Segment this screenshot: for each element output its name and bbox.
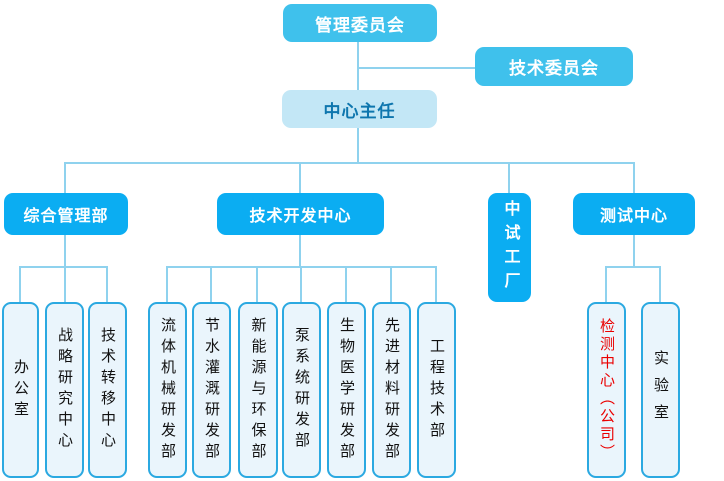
connector-line (300, 266, 302, 302)
connector-line (357, 128, 359, 162)
node-new-energy-environment-dept: 新能源与环保部 (238, 302, 278, 478)
connector-line (19, 266, 21, 302)
connector-line (256, 266, 258, 302)
connector-line (633, 162, 635, 193)
node-advanced-materials-rd: 先进材料研发部 (372, 302, 411, 478)
node-office: 办公室 (2, 302, 39, 478)
connector-line (605, 266, 661, 268)
node-fluid-machinery-rd: 流体机械研发部 (148, 302, 187, 478)
node-center-director: 中心主任 (282, 90, 437, 128)
connector-line (357, 42, 359, 90)
node-testing-center: 测试中心 (573, 193, 695, 235)
node-laboratory: 实验室 (641, 302, 680, 478)
connector-line (345, 266, 347, 302)
node-pilot-plant: 中试工厂 (488, 193, 531, 302)
connector-line (633, 235, 635, 266)
node-technical-committee: 技术委员会 (475, 47, 633, 86)
node-biomedical-rd: 生物医学研发部 (327, 302, 366, 478)
node-pump-system-rd: 泵系统研发部 (282, 302, 321, 478)
node-tech-development-center: 技术开发中心 (217, 193, 384, 235)
connector-line (299, 235, 301, 266)
connector-line (19, 266, 108, 268)
node-strategic-research-center: 战略研究中心 (45, 302, 84, 478)
node-tech-transfer-center: 技术转移中心 (88, 302, 127, 478)
connector-line (210, 266, 212, 302)
node-inspection-center-company: 检测中心（公司） (587, 302, 626, 478)
node-general-management-dept: 综合管理部 (4, 193, 128, 235)
connector-line (508, 162, 510, 193)
node-engineering-tech-dept: 工程技术部 (417, 302, 456, 478)
node-management-committee: 管理委员会 (283, 4, 437, 42)
connector-line (299, 162, 301, 193)
connector-line (64, 235, 66, 302)
connector-line (390, 266, 392, 302)
connector-line (605, 266, 607, 302)
connector-line (64, 162, 66, 193)
connector-line (357, 67, 475, 69)
connector-line (659, 266, 661, 302)
connector-line (64, 162, 635, 164)
node-water-saving-irrigation-rd: 节水灌溉研发部 (192, 302, 231, 478)
connector-line (106, 266, 108, 302)
connector-line (435, 266, 437, 302)
connector-line (166, 266, 168, 302)
